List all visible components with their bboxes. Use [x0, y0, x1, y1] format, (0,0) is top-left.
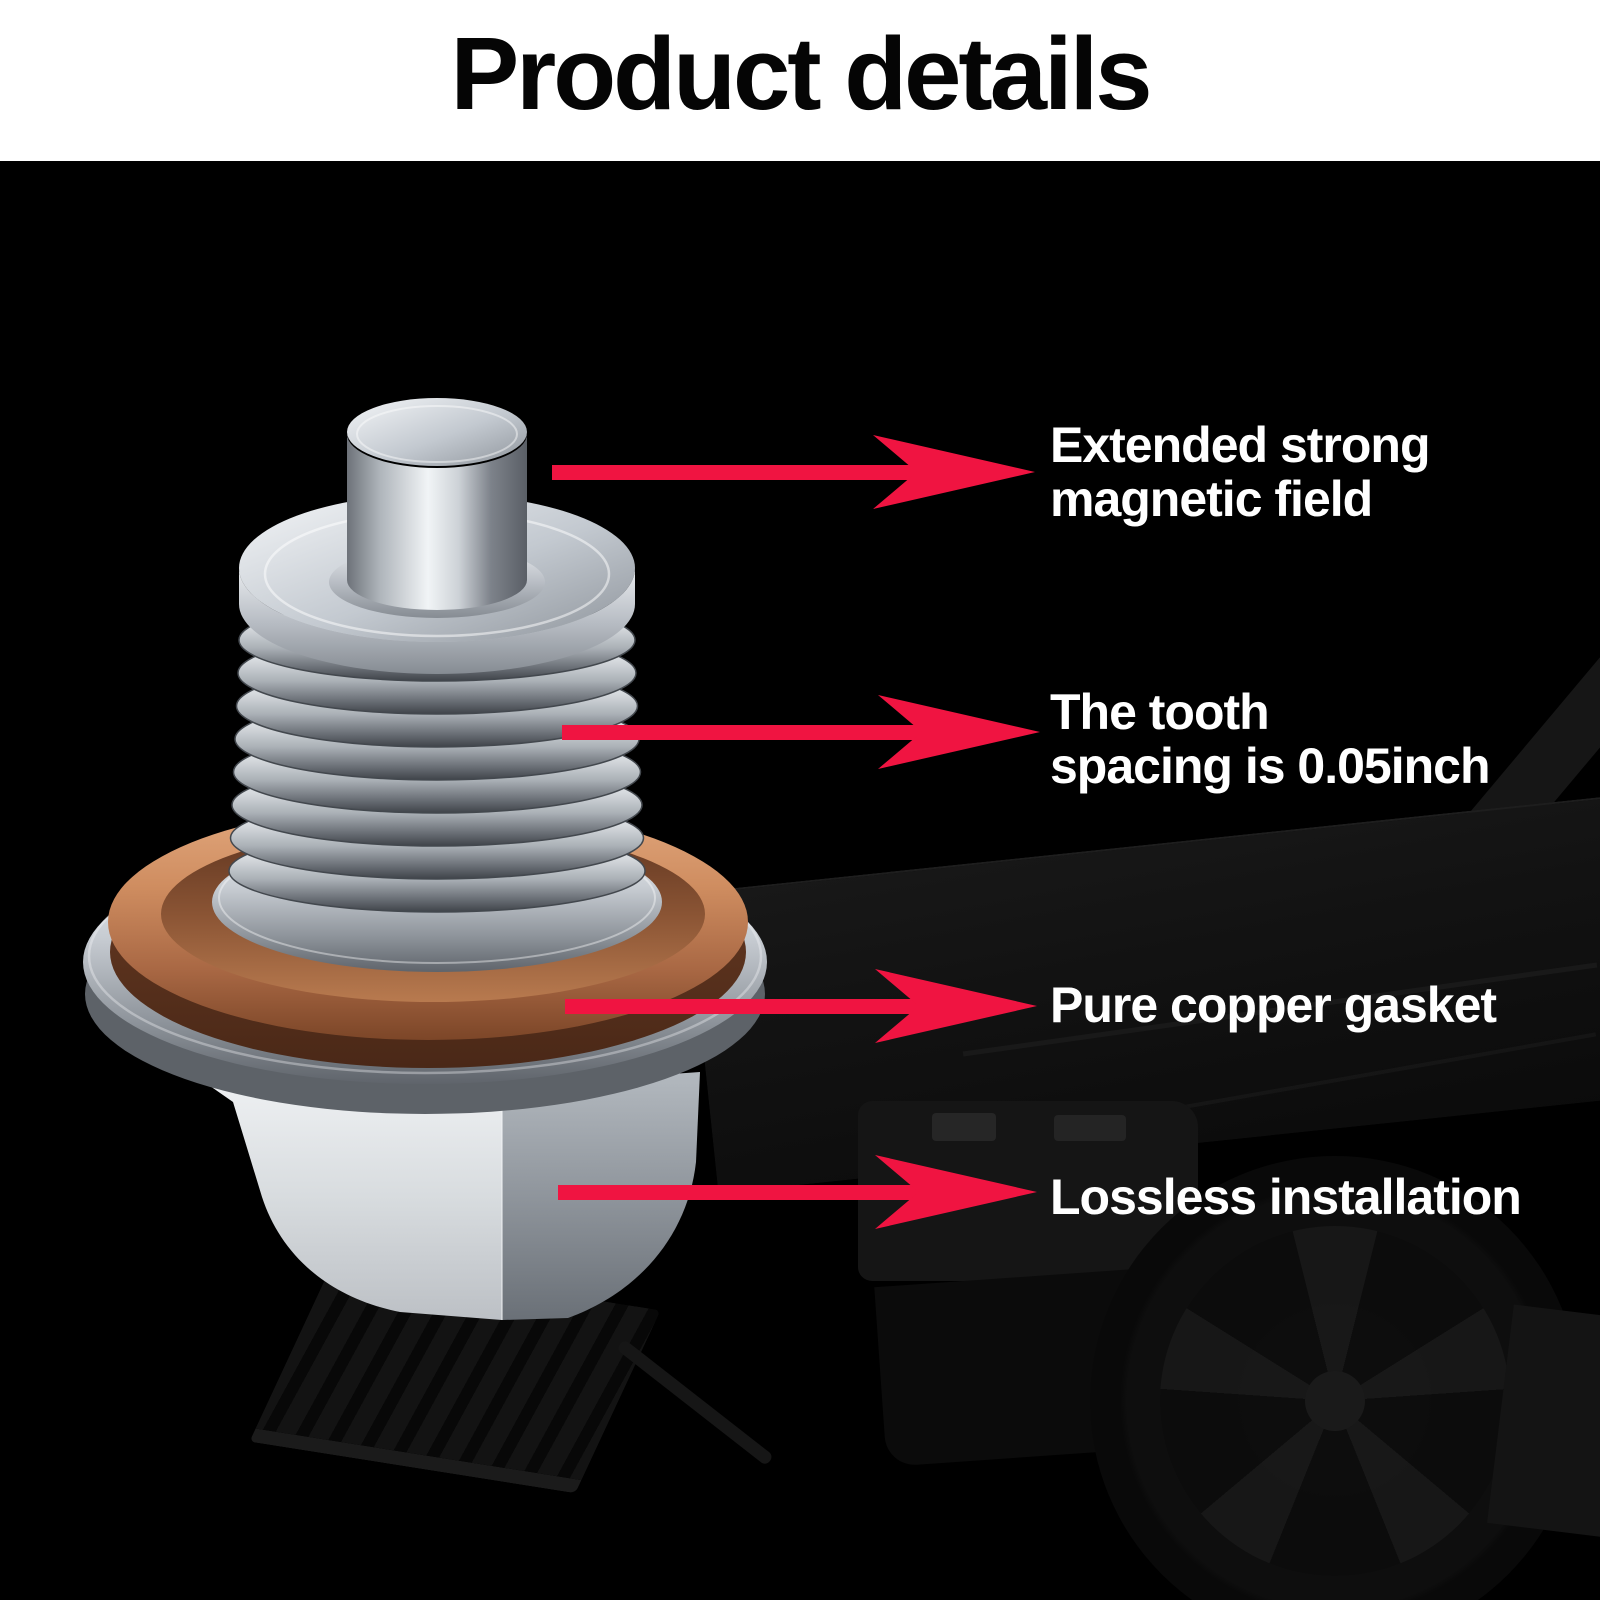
callout-arrow-icon — [552, 435, 1035, 509]
stage: Extended strong magnetic field The tooth… — [0, 161, 1600, 1600]
arrow-shaft — [565, 999, 937, 1014]
header-band: Product details — [0, 0, 1600, 161]
car-mat-strap — [616, 1338, 774, 1467]
car-headlight-detail — [932, 1113, 996, 1141]
car-headlight-detail — [1054, 1115, 1126, 1141]
page-title: Product details — [450, 16, 1152, 131]
callout-label: Pure copper gasket — [1050, 977, 1497, 1033]
callout-label: Extended strong magnetic field — [1050, 417, 1430, 527]
callout-arrow-icon — [562, 695, 1040, 769]
callout-arrow-icon — [565, 969, 1037, 1043]
arrow-shaft — [558, 1185, 937, 1200]
drain-plug-image — [83, 398, 767, 1320]
arrow-shaft — [562, 725, 940, 740]
arrow-shaft — [552, 465, 935, 480]
car-wheel-hubcap — [1305, 1371, 1365, 1431]
callout-arrow-icon — [558, 1155, 1037, 1229]
car-wheel — [1090, 1156, 1580, 1600]
callout-label: The tooth spacing is 0.05inch — [1050, 684, 1491, 794]
magnet-post — [329, 398, 545, 618]
callout-label: Lossless installation — [1050, 1169, 1522, 1225]
